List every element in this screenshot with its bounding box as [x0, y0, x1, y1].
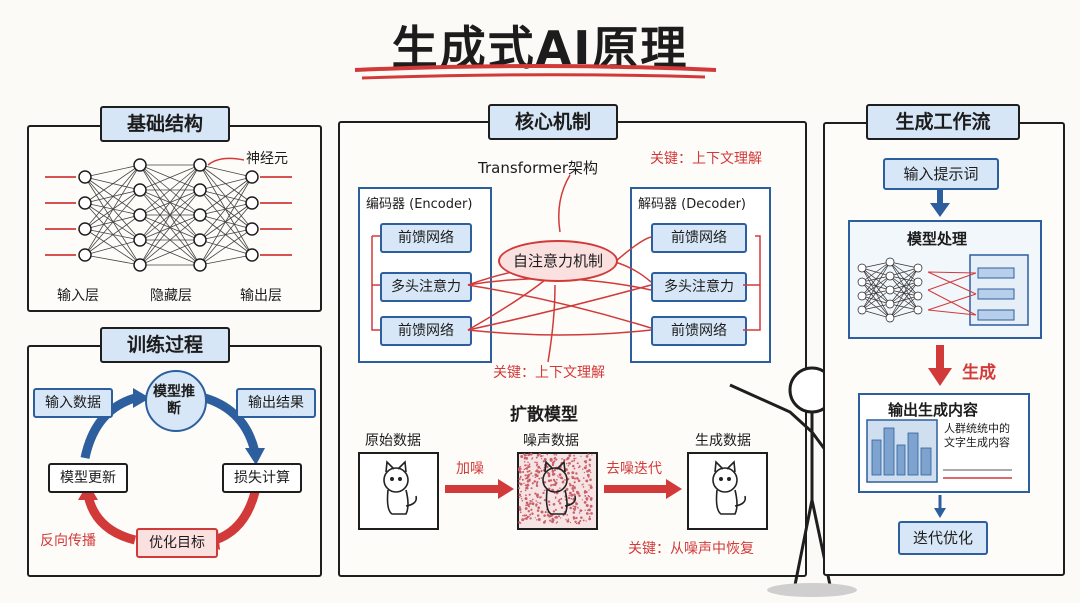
neuron-node	[133, 183, 147, 197]
cat-icon	[383, 460, 747, 515]
prompt-box: 输入提示词	[883, 158, 999, 190]
output-layer-label: 输出层	[240, 288, 282, 304]
neuron-node	[193, 208, 207, 222]
neuron-node	[193, 233, 207, 247]
loss-box: 损失计算	[222, 463, 302, 493]
decoder-label: 解码器 (Decoder)	[638, 197, 746, 212]
iterate-box: 迭代优化	[898, 521, 988, 555]
noise-data-label: 噪声数据	[523, 433, 579, 449]
generate-label: 生成	[962, 363, 996, 383]
neuron-node	[133, 258, 147, 272]
generated-image-frame	[687, 452, 768, 530]
key-recover-label: 关键：从噪声中恢复	[628, 541, 754, 557]
decoder-mha: 多头注意力	[651, 272, 747, 302]
training-title: 训练过程	[100, 327, 230, 363]
input-layer-label: 输入层	[57, 288, 99, 304]
neuron-node	[133, 208, 147, 222]
denoise-label: 去噪迭代	[606, 461, 662, 477]
decoder-ffn-bottom: 前馈网络	[651, 316, 747, 346]
workflow-title: 生成工作流	[866, 104, 1020, 140]
key-top-label: 关键：上下文理解	[650, 151, 762, 167]
neuron-node	[78, 196, 92, 210]
neuron-label: 神经元	[246, 151, 288, 167]
neuron-node	[245, 196, 259, 210]
output-text: 人群统统中的 文字生成内容	[944, 422, 1010, 449]
model-inference-label: 模型推断	[153, 384, 195, 417]
model-update-box: 模型更新	[48, 463, 128, 493]
encoder-ffn-top: 前馈网络	[380, 223, 472, 253]
encoder-label: 编码器 (Encoder)	[366, 197, 473, 212]
diffusion-title: 扩散模型	[510, 405, 578, 425]
encoder-mha: 多头注意力	[380, 272, 472, 302]
neuron-node	[193, 258, 207, 272]
transformer-label: Transformer架构	[478, 159, 599, 177]
neuron-node	[245, 222, 259, 236]
neuron-node	[78, 222, 92, 236]
original-image-frame	[358, 452, 439, 530]
neuron-node	[193, 158, 207, 172]
neuron-node	[193, 183, 207, 197]
model-inference-node	[145, 370, 207, 432]
add-noise-label: 加噪	[456, 461, 484, 477]
optimize-box: 优化目标	[136, 528, 218, 558]
core-mechanism-title: 核心机制	[488, 104, 618, 140]
neuron-node	[245, 248, 259, 262]
basic-structure-title: 基础结构	[100, 106, 230, 142]
hidden-layer-label: 隐藏层	[150, 288, 192, 304]
input-data-box: 输入数据	[33, 388, 113, 418]
processing-label: 模型处理	[907, 230, 968, 248]
decoder-ffn-top: 前馈网络	[651, 223, 747, 253]
neuron-node	[78, 170, 92, 184]
self-attention-node: 自注意力机制	[498, 240, 618, 282]
key-bottom-label: 关键：上下文理解	[493, 365, 605, 381]
encoder-ffn-bottom: 前馈网络	[380, 316, 472, 346]
output-result-box: 输出结果	[236, 388, 316, 418]
backprop-label: 反向传播	[40, 533, 96, 549]
neuron-node	[78, 248, 92, 262]
neuron-node	[133, 158, 147, 172]
neuron-node	[133, 233, 147, 247]
output-label: 输出生成内容	[888, 401, 979, 419]
neuron-node	[245, 170, 259, 184]
original-data-label: 原始数据	[365, 433, 421, 449]
generated-data-label: 生成数据	[695, 433, 751, 449]
